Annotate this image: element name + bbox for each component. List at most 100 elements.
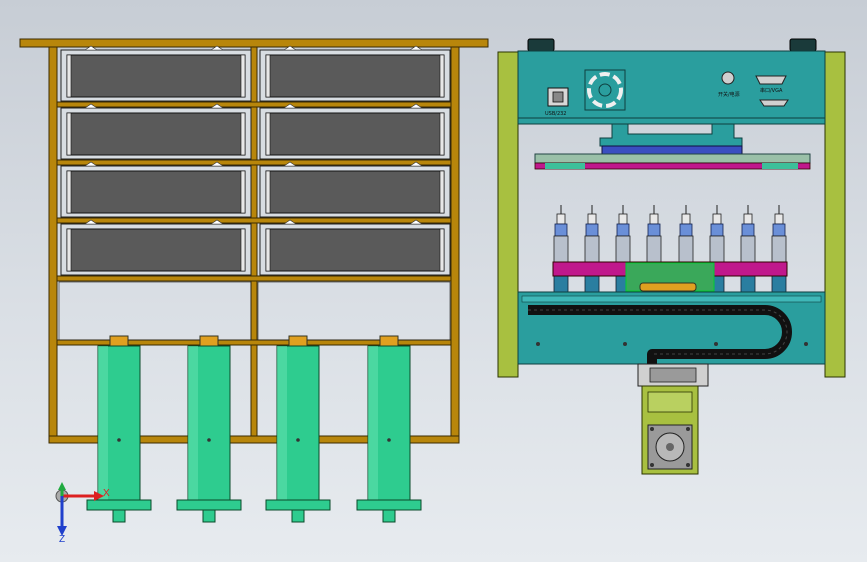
drawer	[259, 103, 451, 160]
upper-plate-strip	[534, 162, 811, 170]
vga-port	[759, 99, 789, 107]
drawer	[259, 45, 451, 102]
machine-top-foot-right	[789, 38, 817, 52]
nozzle-body	[709, 235, 725, 263]
cylinder	[265, 335, 331, 523]
nozzle-base	[771, 275, 787, 293]
cylinder	[356, 335, 422, 523]
machine-left-column	[497, 51, 519, 378]
rack-shelf	[56, 275, 452, 282]
drawer-edge	[439, 54, 445, 98]
nozzle-upper	[679, 223, 693, 237]
drawer-clip	[409, 161, 423, 167]
drawer	[60, 45, 252, 102]
z-axis-label: Z	[59, 534, 65, 545]
cylinder-stem	[382, 509, 396, 523]
drawer-clip	[283, 103, 297, 109]
nozzle-upper	[741, 223, 755, 237]
nozzle-collar	[681, 213, 691, 225]
cylinder-cap	[379, 335, 399, 347]
drawer-edge	[66, 54, 72, 98]
cylinder	[86, 335, 152, 523]
drawer-rack-assembly	[19, 38, 489, 523]
machine-assembly: USB/232 开关/电源 串口/VGA	[497, 38, 846, 475]
cylinder-cap	[199, 335, 219, 347]
drawer-edge	[66, 170, 72, 214]
nozzle	[584, 205, 600, 293]
nozzle-body	[584, 235, 600, 263]
nozzle-body	[678, 235, 694, 263]
drawer-clip	[210, 103, 224, 109]
drawer-tray	[66, 112, 246, 156]
drawer-edge	[265, 170, 271, 214]
drawer-clip	[84, 103, 98, 109]
machine-top-foot-left	[527, 38, 555, 52]
cylinder-highlight	[188, 346, 198, 500]
drawer-clip	[210, 45, 224, 51]
nozzle-upper	[647, 223, 661, 237]
cylinder-cap	[109, 335, 129, 347]
drawer-clip	[409, 219, 423, 225]
drawer-clip	[283, 161, 297, 167]
nozzle-upper	[616, 223, 630, 237]
drawer-tray	[66, 170, 246, 214]
serial-port-label: 串口/VGA	[760, 88, 783, 94]
drawer-edge	[240, 112, 246, 156]
drawer-clip	[210, 161, 224, 167]
drawer	[60, 219, 252, 276]
nozzle-collar	[774, 213, 784, 225]
x-axis-label: X	[103, 488, 110, 499]
nozzle-upper	[585, 223, 599, 237]
cylinder-screw	[387, 438, 391, 442]
cylinder-highlight	[277, 346, 287, 500]
cylinder-stem	[202, 509, 216, 523]
nozzle-upper	[554, 223, 568, 237]
nozzle	[553, 205, 569, 293]
drawer-grid	[58, 45, 451, 341]
nozzle-collar	[712, 213, 722, 225]
drawer-tray	[66, 228, 246, 272]
drawer-edge	[240, 228, 246, 272]
nozzle	[771, 205, 787, 293]
serial-port	[755, 75, 787, 85]
nozzle-body	[646, 235, 662, 263]
drawer-clip	[409, 45, 423, 51]
rack-bottom-rail	[48, 435, 460, 444]
drawer-clip	[283, 45, 297, 51]
nozzle-body	[615, 235, 631, 263]
cylinder-flange	[86, 499, 152, 511]
drawer-clip	[84, 219, 98, 225]
rack-shelf	[56, 101, 452, 108]
drawer-edge	[439, 112, 445, 156]
cylinder-screw	[207, 438, 211, 442]
drawer	[259, 219, 451, 276]
drawer-clip	[84, 45, 98, 51]
fan-icon	[584, 69, 626, 111]
empty-bay	[257, 281, 451, 341]
machine-right-column	[824, 51, 846, 378]
rack-shelf	[56, 159, 452, 166]
rack-shelves	[56, 101, 452, 346]
drawer-clip	[84, 161, 98, 167]
drawer-edge	[66, 112, 72, 156]
drawer-tray	[66, 54, 246, 98]
drawer-clip	[409, 103, 423, 109]
rack-left-post	[48, 46, 58, 444]
empty-bay	[58, 281, 252, 341]
nozzle-base	[553, 275, 569, 293]
upper-plate	[534, 153, 811, 164]
nozzle-collar	[743, 213, 753, 225]
drawer-edge	[265, 228, 271, 272]
nozzle	[740, 205, 756, 293]
nozzle-body	[740, 235, 756, 263]
nozzle-base	[584, 275, 600, 293]
drawer-edge	[439, 170, 445, 214]
nozzle-collar	[618, 213, 628, 225]
nozzle-base	[740, 275, 756, 293]
drawer-tray	[265, 170, 445, 214]
drawer-edge	[265, 54, 271, 98]
cylinder-highlight	[98, 346, 108, 500]
power-knob	[721, 71, 735, 85]
rack-shelf	[56, 217, 452, 224]
